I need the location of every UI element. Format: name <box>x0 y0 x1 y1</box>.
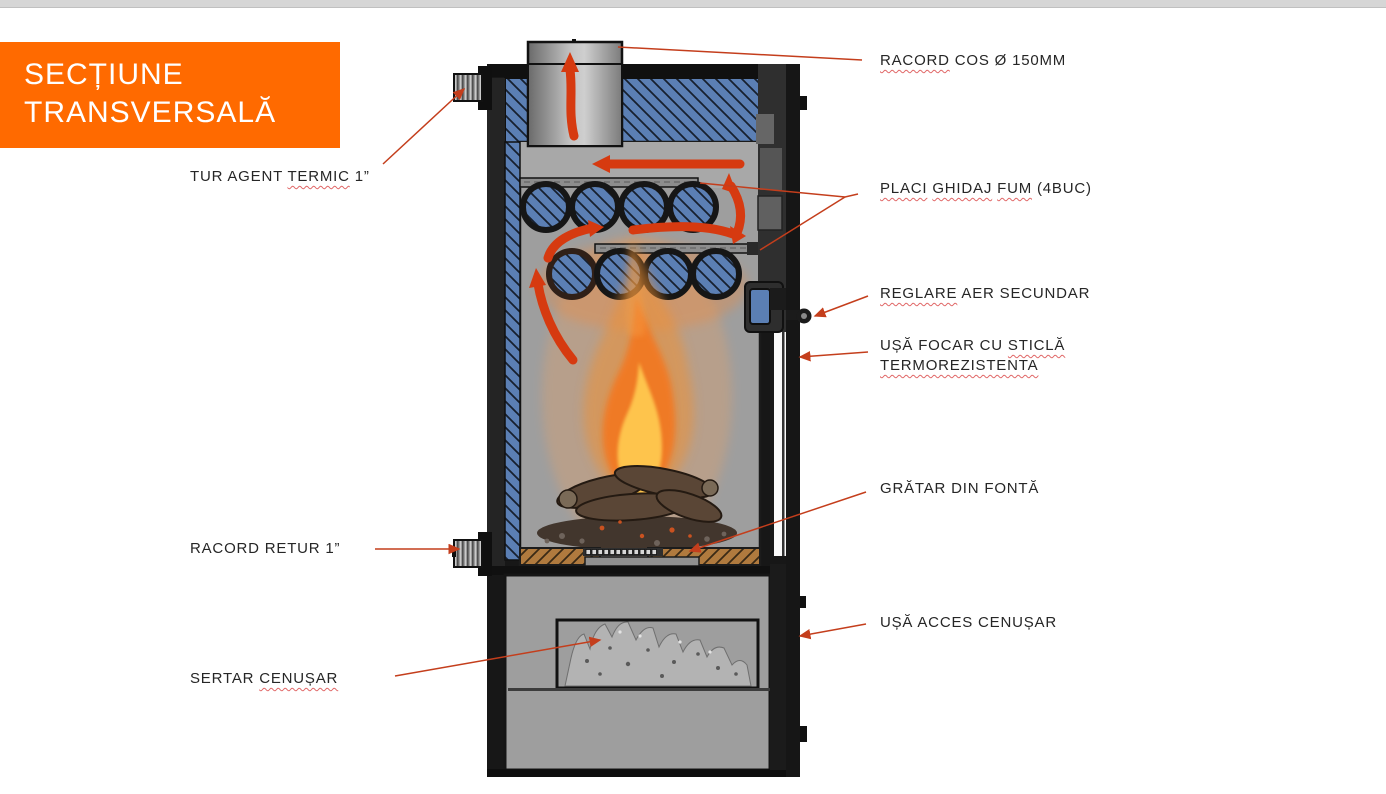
slide-top-strip <box>0 0 1386 8</box>
top-plate <box>490 64 786 77</box>
air-regulator-knob <box>796 308 812 324</box>
misspelled-word: FUM <box>997 180 1032 197</box>
leader-reglare <box>813 295 869 318</box>
title-line-1: SECȚIUNE <box>24 58 184 91</box>
chimney-pipe <box>526 39 624 148</box>
misspelled-word: TERMIC <box>287 168 350 185</box>
label-text: UȘĂ ACCES CENUȘAR <box>880 614 1057 631</box>
chimney-pipe-lower <box>527 63 623 147</box>
air-regulator-stem <box>786 310 800 320</box>
label-reglare-aer: REGLARE AER SECUNDAR <box>880 285 1090 302</box>
misspelled-word: CENUȘAR <box>259 670 339 687</box>
label-usa-focar: UȘĂ FOCAR CU STICLĂ TERMOREZISTENTA <box>880 336 1065 376</box>
label-tur-agent-termic: TUR AGENT TERMIC 1” <box>190 168 370 185</box>
ash-chamber <box>503 573 772 772</box>
stove-body-shell <box>487 64 791 777</box>
leader-sertar <box>394 636 602 677</box>
label-text: 1” <box>349 168 370 185</box>
smoke-flow-arrowheads <box>529 52 746 288</box>
label-text: COS Ø 150MM <box>949 52 1067 69</box>
burning-logs <box>537 465 737 550</box>
label-text: AER SECUNDAR <box>957 285 1091 302</box>
label-text: SERTAR <box>190 670 260 687</box>
air-regulator <box>744 281 812 333</box>
ash-drawer <box>555 618 760 690</box>
heat-exchanger-tubes-row2 <box>546 248 742 300</box>
leader-tur-agent <box>382 87 466 165</box>
leader-gratar <box>688 491 867 553</box>
label-text: RACORD RETUR 1” <box>190 540 341 557</box>
water-jacket-left <box>487 78 521 566</box>
label-text: UȘĂ FOCAR CU <box>880 337 1008 354</box>
leader-racord-cos <box>617 46 863 61</box>
title-line-2: TRANSVERSALĂ <box>24 96 277 129</box>
misspelled-word: STICLĂ <box>1007 337 1066 354</box>
leader-placi-lower <box>759 196 846 251</box>
ash-pile <box>564 621 752 687</box>
misspelled-word: REGLARE <box>880 285 958 302</box>
label-text: TUR AGENT <box>190 168 288 185</box>
misspelled-word: RACORD <box>880 52 950 69</box>
label-racord-cos: RACORD COS Ø 150MM <box>880 52 1066 69</box>
leader-placi-upper <box>699 182 859 198</box>
return-fitting <box>452 532 492 576</box>
heat-exchanger-tubes-row1 <box>520 181 719 233</box>
door-glass-line <box>782 332 785 556</box>
smoke-flow-arrows <box>533 65 746 365</box>
label-sertar-cenusar: SERTAR CENUȘAR <box>190 670 338 687</box>
supply-fitting <box>453 66 492 110</box>
stove-base <box>487 769 791 777</box>
section-divider <box>487 566 791 575</box>
cast-iron-grate <box>519 547 761 567</box>
stove-cross-section-diagram <box>452 39 812 777</box>
door-frame <box>756 64 807 777</box>
smoke-baffle-upper <box>519 177 699 188</box>
label-usa-acces-cenusar: UȘĂ ACCES CENUȘAR <box>880 614 1057 631</box>
misspelled-word: GHIDAJ <box>932 180 993 197</box>
smoke-baffle-lower <box>594 242 766 255</box>
flame-haze <box>537 236 747 556</box>
label-text: (4BUC) <box>1032 180 1092 197</box>
slide-title: SECȚIUNE TRANSVERSALĂ <box>0 42 340 148</box>
label-racord-retur: RACORD RETUR 1” <box>190 540 340 557</box>
firebox-interior <box>518 140 762 568</box>
misspelled-word: PLACI <box>880 180 928 197</box>
fire-flames <box>583 234 694 506</box>
label-placi-ghidaj-fum: PLACI GHIDAJ FUM (4BUC) <box>880 180 1092 197</box>
water-jacket-top <box>504 77 762 147</box>
leader-usa-acces <box>798 623 867 640</box>
misspelled-word: TERMOREZISTENTA <box>880 357 1039 374</box>
label-gratar-fonta: GRĂTAR DIN FONTĂ <box>880 480 1039 497</box>
leader-usa-focar <box>798 350 869 362</box>
label-text: GRĂTAR DIN FONTĂ <box>880 480 1040 497</box>
